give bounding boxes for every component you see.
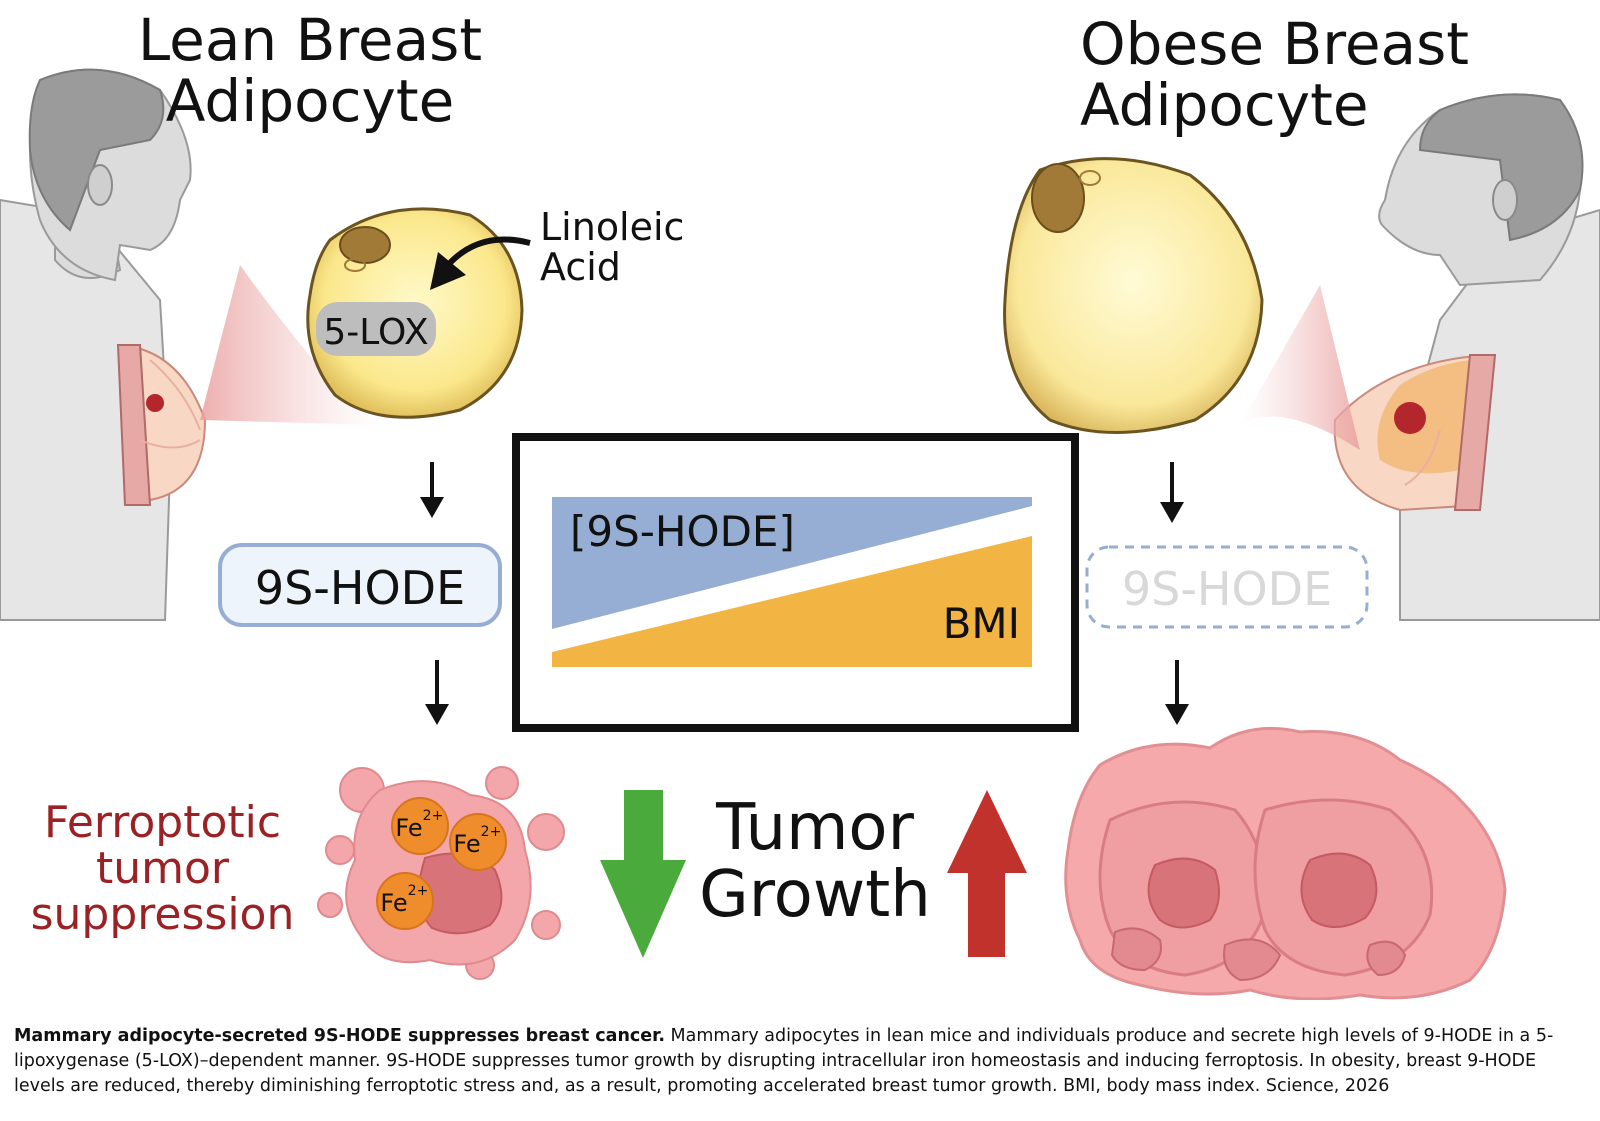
tumor-growth-up-arrow (947, 790, 1027, 957)
5-lox-badge (316, 302, 436, 356)
lean-title: Lean Breast Adipocyte (137, 6, 483, 135)
fe-label-3: Fe (380, 889, 407, 917)
linoleic-arrowhead (430, 252, 466, 290)
fe-charge-2: 2+ (481, 824, 502, 840)
caption-text: Mammary adipocytes in lean mice and indi… (14, 1026, 1554, 1096)
tumor-growth-down-arrow (600, 790, 686, 958)
arrow-left-bottom (425, 660, 449, 725)
obese-person-illustration (1333, 93, 1600, 621)
ferroptotic-tumor-cell (317, 766, 565, 980)
growing-tumor-cluster (1064, 726, 1507, 1001)
obese-title: Obese Breast Adipocyte (1080, 10, 1470, 139)
5-lox-label: 5-LOX (323, 312, 428, 353)
diagram-canvas: 5-LOX 9S-HODE 9S-HODE [9S-HODE] BMI (0, 68, 1600, 1001)
hode-left-label: 9S-HODE (255, 561, 465, 615)
hode-gradient-wedge (552, 497, 1032, 629)
figure-caption: Mammary adipocyte-secreted 9S-HODE suppr… (14, 1024, 1584, 1099)
caption-bold: Mammary adipocyte-secreted 9S-HODE suppr… (14, 1026, 665, 1046)
gradient-bottom-label: BMI (943, 599, 1020, 648)
hode-box-left (218, 543, 502, 627)
linoleic-arrow (445, 236, 531, 268)
gradient-top-label: [9S-HODE] (570, 507, 795, 556)
fe-label-1: Fe (395, 814, 422, 842)
fe-ion-2: Fe 2+ (449, 813, 507, 871)
bmi-gradient-wedge (552, 536, 1032, 667)
obese-adipocyte (1003, 157, 1264, 434)
arrow-right-bottom (1165, 660, 1189, 725)
fe-label-2: Fe (453, 830, 480, 858)
arrow-right-top (1160, 462, 1184, 523)
fe-ion-3: Fe 2+ (376, 872, 434, 930)
fe-charge-1: 2+ (423, 808, 444, 824)
arrow-left-top (420, 462, 444, 518)
tumor-growth-label: Tumor Growth (699, 791, 931, 933)
linoleic-acid-label: Linoleic Acid (540, 205, 685, 289)
fe-charge-3: 2+ (408, 883, 429, 899)
hode-right-label: 9S-HODE (1122, 562, 1332, 616)
fe-ion-1: Fe 2+ (391, 797, 449, 855)
ferroptotic-label: Ferroptotic tumor suppression (30, 797, 295, 941)
diagram: 5-LOX 9S-HODE 9S-HODE [9S-HODE] BMI (0, 6, 1600, 1001)
zoom-beam-right (1240, 285, 1360, 450)
lean-person-illustration (0, 68, 207, 621)
hode-box-right (1085, 545, 1369, 629)
